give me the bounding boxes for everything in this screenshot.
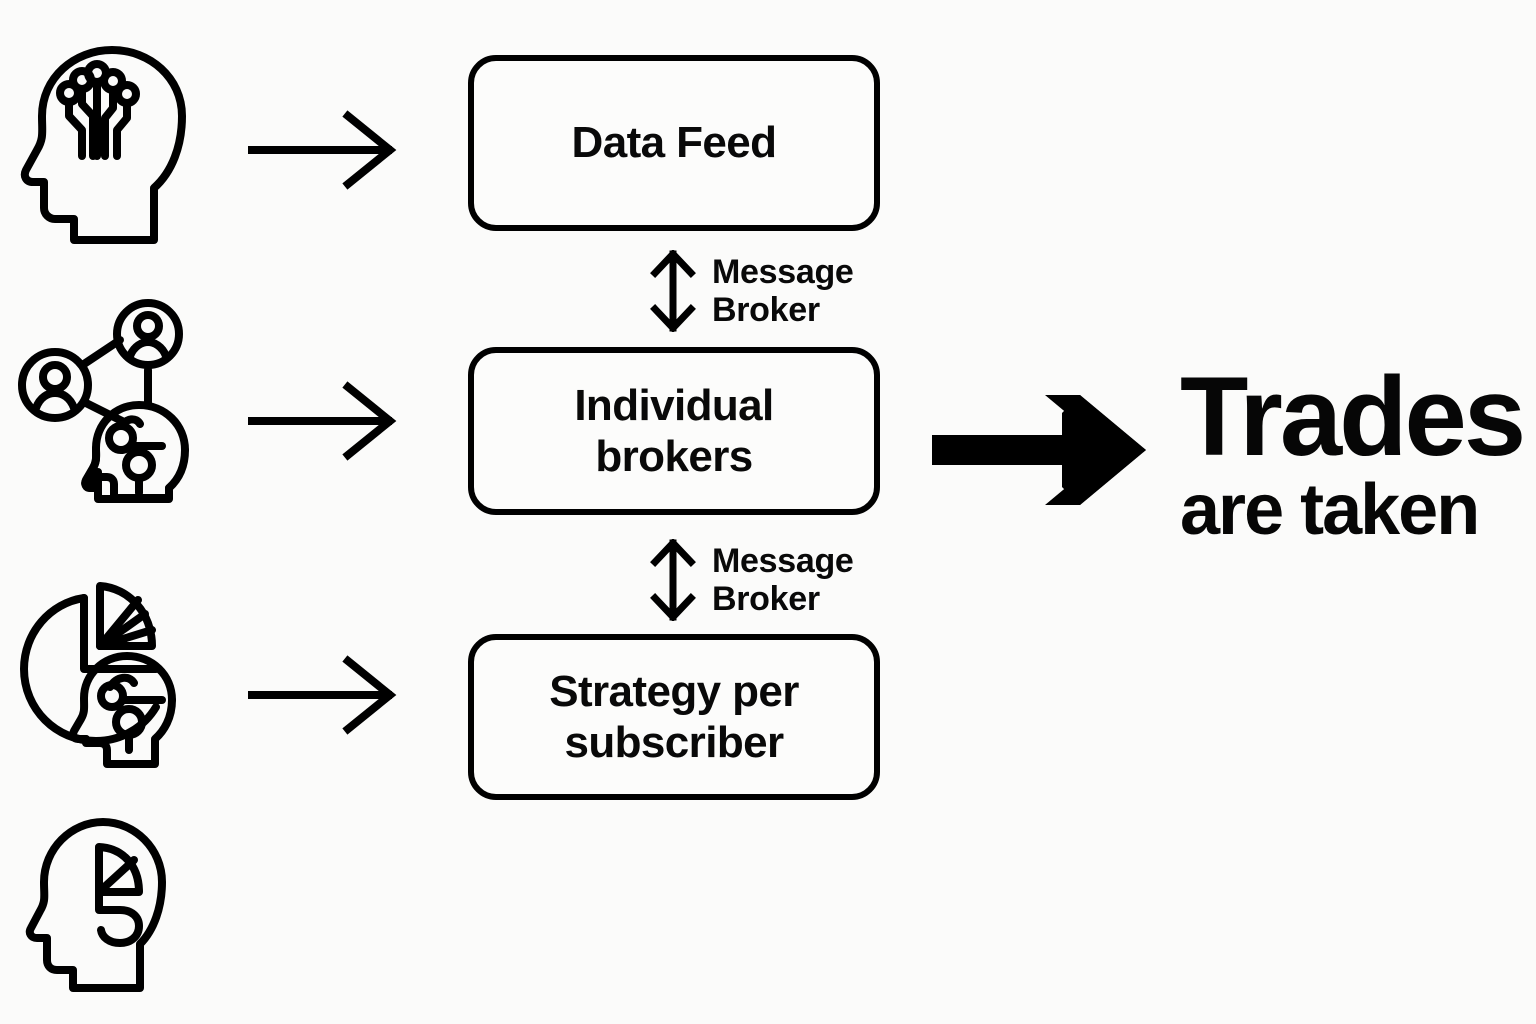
outcome-text-block: Trades are taken	[1180, 354, 1526, 550]
source-arrow-data-feed	[248, 110, 400, 190]
double-headed-vertical-arrow-icon	[650, 539, 696, 621]
connector-message-broker-bottom: Message Broker	[650, 539, 854, 621]
double-headed-vertical-arrow-icon	[650, 250, 696, 332]
node-individual-brokers-label: Individual brokers	[574, 380, 774, 481]
outcome-secondary-label: are taken	[1180, 469, 1480, 550]
outcome-bold-arrow-icon	[932, 385, 1150, 515]
connector-message-broker-top: Message Broker	[650, 250, 854, 332]
head-with-pie-chart-icon	[22, 812, 182, 992]
outcome-primary-label: Trades	[1180, 354, 1526, 479]
people-network-with-head-icon	[10, 298, 210, 503]
node-individual-brokers[interactable]: Individual brokers	[468, 347, 880, 515]
connector-message-broker-bottom-label: Message Broker	[712, 541, 854, 618]
node-strategy-per-subscriber-label: Strategy per subscriber	[549, 666, 799, 767]
node-data-feed-label: Data Feed	[571, 118, 777, 168]
source-arrow-individual-brokers	[248, 381, 400, 461]
connector-message-broker-top-label: Message Broker	[712, 252, 854, 329]
head-with-circuit-brain-icon	[14, 38, 204, 248]
node-strategy-per-subscriber[interactable]: Strategy per subscriber	[468, 634, 880, 800]
pie-chart-with-head-icon	[12, 570, 207, 790]
node-data-feed[interactable]: Data Feed	[468, 55, 880, 231]
source-arrow-strategy	[248, 655, 400, 735]
